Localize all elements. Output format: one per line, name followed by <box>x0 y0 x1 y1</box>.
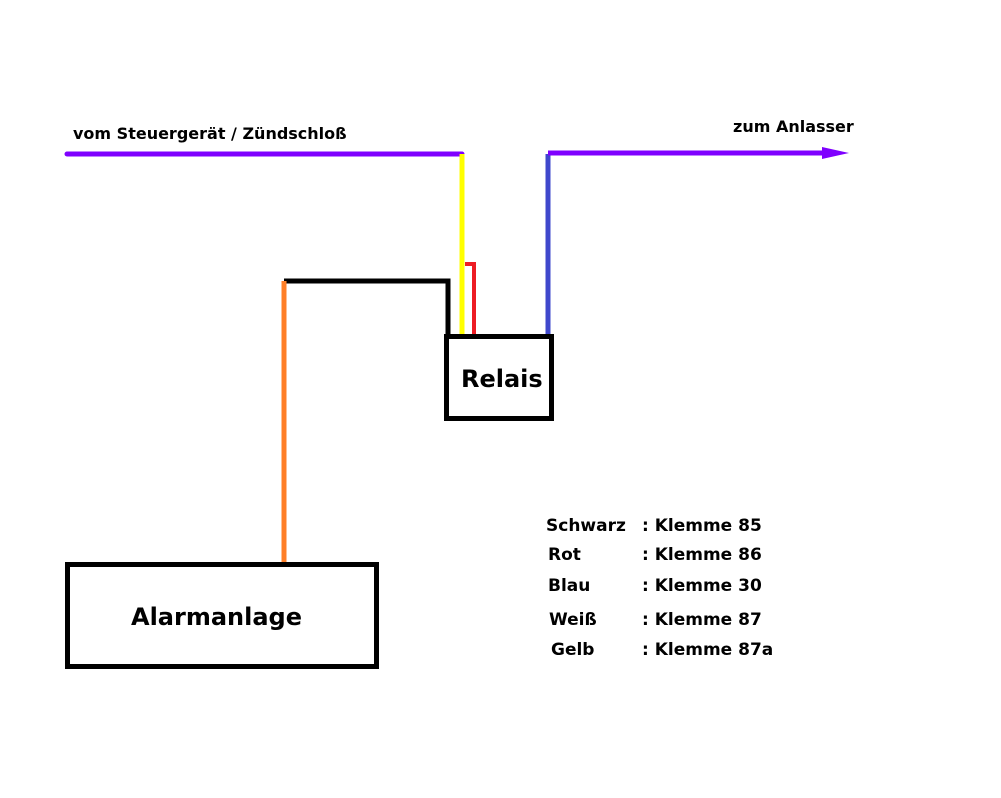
legend-terminal: : Klemme 87a <box>642 640 774 660</box>
legend-terminal: : Klemme 30 <box>642 576 762 596</box>
legend-color-name: Gelb <box>551 640 595 660</box>
alarm-label: Alarmanlage <box>131 603 302 631</box>
relay-box <box>444 334 554 421</box>
relay-label: Relais <box>461 365 543 393</box>
legend-color-name: Schwarz <box>546 516 626 536</box>
legend-color-name: Blau <box>548 576 591 596</box>
legend-terminal: : Klemme 87 <box>642 610 762 630</box>
legend-color-name: Rot <box>548 545 581 565</box>
wire-black <box>284 278 451 336</box>
arrow-head-icon <box>822 147 849 159</box>
legend-terminal: : Klemme 86 <box>642 545 762 565</box>
target-label: zum Anlasser <box>733 117 854 136</box>
wire-red <box>465 262 476 336</box>
legend-color-name: Weiß <box>549 610 597 630</box>
legend-terminal: : Klemme 85 <box>642 516 762 536</box>
source-label: vom Steuergerät / Zündschloß <box>73 124 347 143</box>
alarm-box <box>65 562 379 669</box>
